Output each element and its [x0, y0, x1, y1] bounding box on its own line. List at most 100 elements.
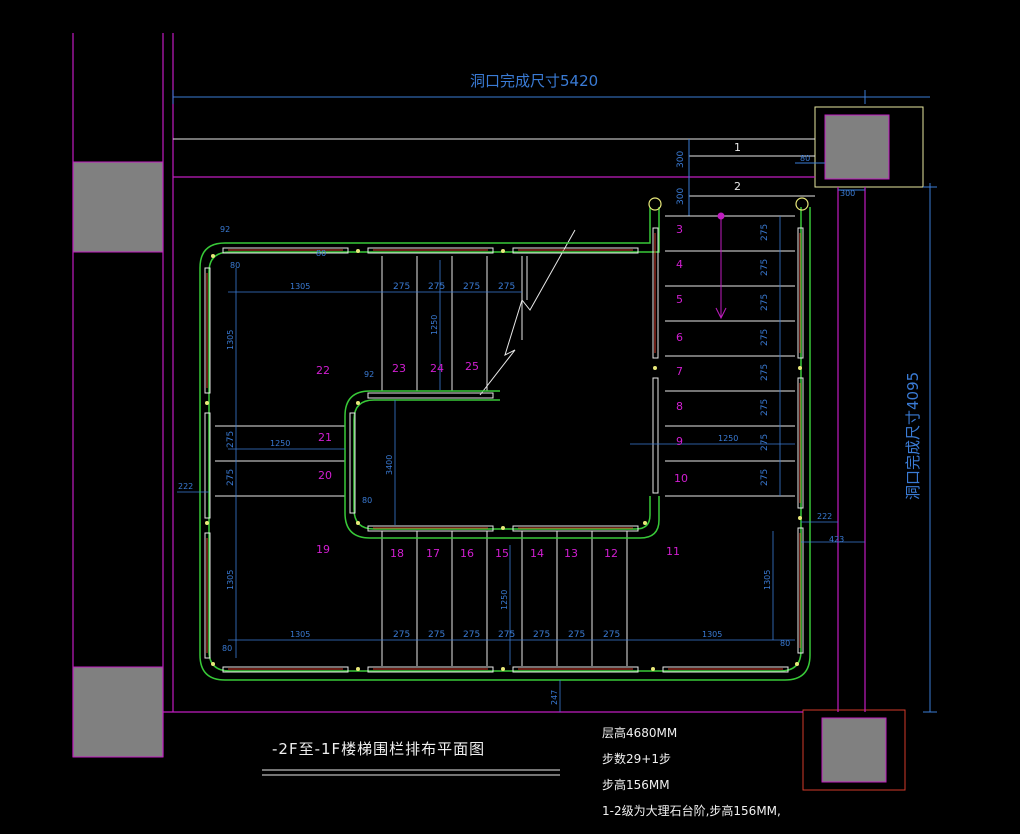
step-number-14: 14 — [530, 547, 544, 560]
step-number-3: 3 — [676, 223, 683, 236]
step-number-12: 12 — [604, 547, 618, 560]
dim-1250-top-vertical: 1250 — [430, 315, 439, 335]
dim-275-horizontal: 275 — [393, 630, 410, 640]
step-number-6: 6 — [676, 331, 683, 344]
line-label-1: 1 — [734, 141, 741, 154]
dim-300-column: 300 — [840, 189, 855, 198]
step-number-8: 8 — [676, 400, 683, 413]
dim-275-horizontal: 275 — [498, 630, 515, 640]
dim-275-horizontal: 275 — [393, 282, 410, 292]
dim-275-horizontal: 275 — [568, 630, 585, 640]
column-left-lower — [72, 666, 164, 758]
dim-275-horizontal: 275 — [428, 630, 445, 640]
step-number-13: 13 — [564, 547, 578, 560]
step-number-24: 24 — [430, 362, 444, 375]
drawing-title: -2F至-1F楼梯围栏排布平面图 — [272, 740, 486, 758]
dim-80-top-rail: 80 — [316, 249, 326, 258]
dim-80-corner-inner: 80 — [362, 496, 372, 505]
dim-275-vertical: 275 — [760, 329, 770, 346]
step-numbers: 3 4 5 6 7 8 9 10 23 24 25 22 21 20 19 18… — [316, 223, 688, 560]
step-number-20: 20 — [318, 469, 332, 482]
step-number-7: 7 — [676, 365, 683, 378]
step-number-11: 11 — [666, 545, 680, 558]
dim-1305-left-top: 1305 — [226, 330, 235, 350]
rail-posts — [205, 249, 802, 671]
dim-1305-right: 1305 — [763, 570, 772, 590]
column-group — [72, 106, 924, 791]
dim-275-vertical: 275 — [226, 469, 236, 486]
step-number-15: 15 — [495, 547, 509, 560]
step-number-17: 17 — [426, 547, 440, 560]
dim-275-vertical: 275 — [226, 431, 236, 448]
dim-300-lower: 300 — [676, 188, 686, 205]
dim-1250-middle: 1250 — [270, 439, 290, 448]
dim-275-vertical: 275 — [760, 469, 770, 486]
tread-275-dimensions: 275 275 275 275 275 275 275 275 275 275 275 275 275 2… — [226, 224, 770, 640]
step-number-4: 4 — [676, 258, 683, 271]
overall-dimension-lines — [172, 90, 937, 713]
dim-80-corner-right: 80 — [780, 639, 790, 648]
dim-1250-bottom-vertical: 1250 — [500, 590, 509, 610]
opening-width-dimension: 洞口完成尺寸5420 — [470, 72, 598, 90]
dim-3400: 3400 — [385, 455, 394, 475]
step-number-5: 5 — [676, 293, 683, 306]
dim-275-horizontal: 275 — [428, 282, 445, 292]
stair-tread-lines — [215, 215, 795, 666]
step-number-22: 22 — [316, 364, 330, 377]
dim-1305-top: 1305 — [290, 282, 310, 291]
wall-lines — [72, 33, 866, 757]
dim-1305-bottom-left: 1305 — [290, 630, 310, 639]
dim-80-column: 80 — [800, 154, 810, 163]
dim-80-corner-top: 80 — [230, 261, 240, 270]
note-step-count: 步数29+1步 — [602, 752, 671, 766]
line-label-2: 2 — [734, 180, 741, 193]
note-floor-height: 层高4680MM — [602, 726, 678, 740]
direction-arrow — [715, 212, 727, 320]
opening-depth-dimension: 洞口完成尺寸4095 — [904, 372, 922, 500]
column-top-right — [824, 114, 890, 180]
dimension-texts: 1305 1305 1305 1305 1305 1305 1250 1250 … — [178, 225, 844, 705]
step-number-21: 21 — [318, 431, 332, 444]
panel-red-inserts — [206, 233, 801, 670]
newel-post-right — [795, 197, 809, 211]
dim-222-left: 222 — [178, 482, 193, 491]
note-marble-steps: 1-2级为大理石台阶,步高156MM, — [602, 804, 781, 818]
step-number-18: 18 — [390, 547, 404, 560]
dim-275-vertical: 275 — [760, 364, 770, 381]
column-top-right-frame — [814, 106, 924, 188]
step-number-9: 9 — [676, 435, 683, 448]
dim-92-inner: 92 — [364, 370, 374, 379]
note-step-height: 步高156MM — [602, 778, 670, 792]
column-left-upper — [72, 161, 164, 253]
column-bottom-right-frame — [802, 709, 906, 791]
step-number-23: 23 — [392, 362, 406, 375]
step-number-19: 19 — [316, 543, 330, 556]
step-number-10: 10 — [674, 472, 688, 485]
reference-lines — [173, 138, 815, 197]
dim-1305-left-bottom: 1305 — [226, 570, 235, 590]
step-number-25: 25 — [465, 360, 479, 373]
interior-dimension-lines — [177, 216, 865, 712]
dim-275-vertical: 275 — [760, 224, 770, 241]
column-bottom-right — [821, 717, 887, 783]
dim-275-horizontal: 275 — [603, 630, 620, 640]
step-number-16: 16 — [460, 547, 474, 560]
dim-275-vertical: 275 — [760, 399, 770, 416]
dim-423: 423 — [829, 535, 844, 544]
dim-275-horizontal: 275 — [463, 630, 480, 640]
dim-247: 247 — [550, 690, 559, 705]
dim-275-horizontal: 275 — [463, 282, 480, 292]
newel-post-left — [648, 197, 662, 211]
dim-275-vertical: 275 — [760, 434, 770, 451]
dim-275-vertical: 275 — [760, 294, 770, 311]
dim-80-corner-bottom: 80 — [222, 644, 232, 653]
glass-panels — [204, 227, 804, 673]
dim-300-upper: 300 — [676, 151, 686, 168]
dim-275-vertical: 275 — [760, 259, 770, 276]
dim-275-horizontal: 275 — [533, 630, 550, 640]
dim-1250-right: 1250 — [718, 434, 738, 443]
dim-1305-bottom-right: 1305 — [702, 630, 722, 639]
dim-275-horizontal: 275 — [498, 282, 515, 292]
dim-92-top: 92 — [220, 225, 230, 234]
